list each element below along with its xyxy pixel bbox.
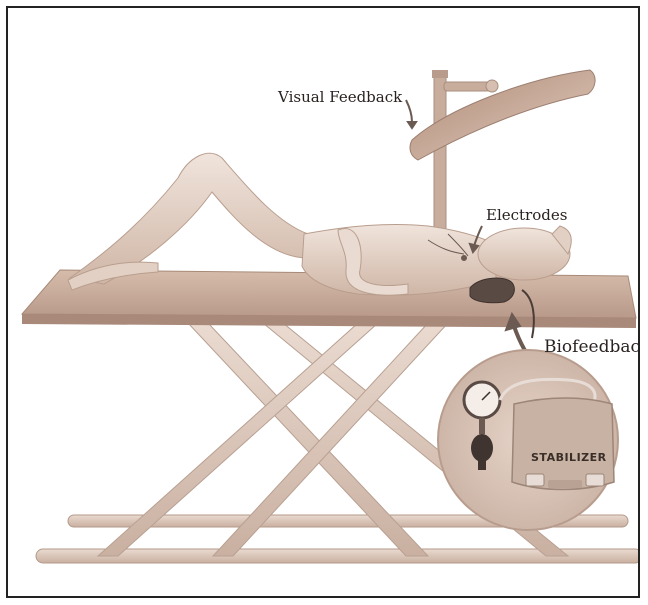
- biofeedback-device-inset: [438, 350, 618, 530]
- electrodes-label: Electrodes: [486, 206, 567, 224]
- visual-feedback-label: Visual Feedback: [278, 88, 402, 106]
- biofeedback-label: Biofeedback: [544, 337, 640, 357]
- stabilizer-brand-text: STABILIZER: [531, 451, 607, 464]
- figure-frame: Visual Feedback Electrodes Biofeedback S…: [6, 6, 640, 598]
